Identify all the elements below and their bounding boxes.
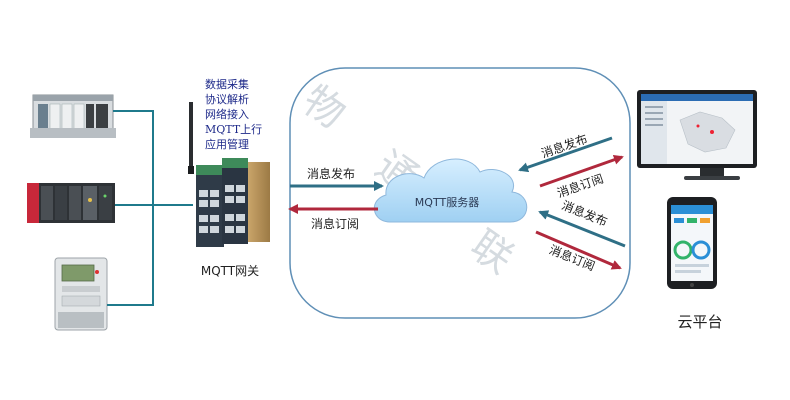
gateway-function: 协议解析: [205, 92, 249, 106]
mqtt-server-label: MQTT服务器: [415, 196, 479, 209]
gateway-subscribe-link: 消息订阅: [288, 204, 378, 231]
gateway-publish-link: 消息发布: [290, 166, 384, 191]
gateway-publish-label: 消息发布: [307, 166, 355, 181]
gateway-subscribe-label: 消息订阅: [311, 216, 359, 231]
device-connector-lines: [107, 110, 193, 306]
cloud-platform-label: 云平台: [677, 313, 722, 331]
gateway-function-list: 数据采集 协议解析 网络接入 MQTT上行 应用管理: [205, 77, 262, 151]
mqtt-gateway-device: [188, 102, 270, 247]
mqtt-server-cloud: [374, 158, 528, 223]
gateway-function: MQTT上行: [205, 123, 262, 136]
gateway-function: 数据采集: [205, 77, 249, 91]
gateway-label: MQTT网关: [201, 264, 259, 278]
mobile-phone: [667, 197, 717, 289]
gateway-function: 网络接入: [205, 107, 249, 121]
plc-device-2: [27, 183, 115, 223]
gateway-function: 应用管理: [205, 137, 249, 151]
desktop-monitor: [637, 90, 757, 180]
electric-meter: [54, 257, 108, 331]
plc-device-1: [30, 94, 116, 138]
